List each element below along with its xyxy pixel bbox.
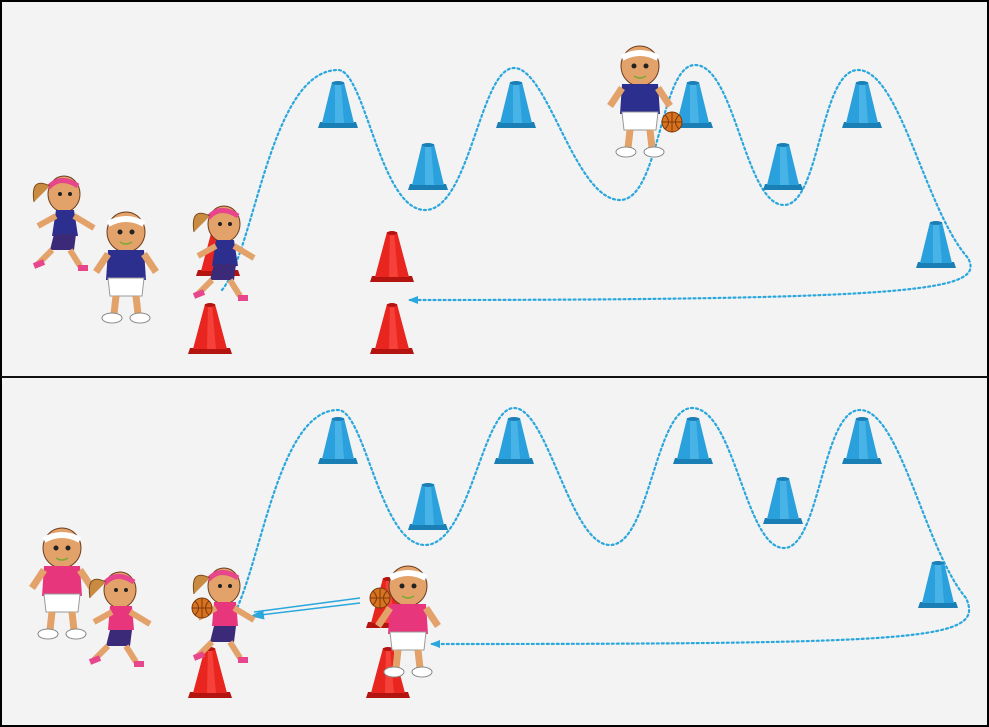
pass-relay-path [226,406,971,648]
basketball-icon [661,111,683,133]
basketball-icon [191,597,213,619]
dribble-path [220,63,972,304]
dribble-relay-panel [33,46,972,354]
basketball-icon [369,587,391,609]
pass-line [250,597,361,620]
pass-relay-panel [32,406,971,698]
